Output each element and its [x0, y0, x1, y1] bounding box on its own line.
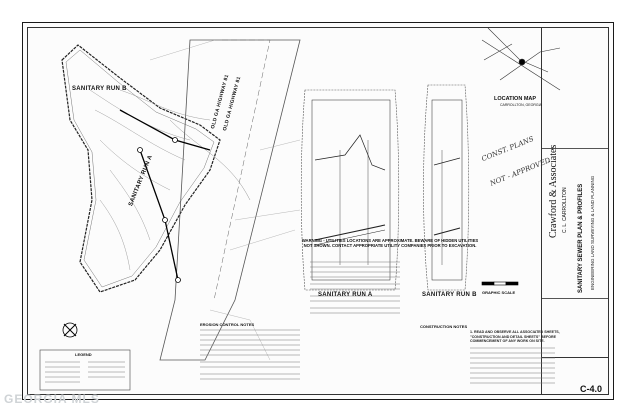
- drawing-sheet: Crawford & Associates C. L. CARROLLTON S…: [22, 22, 614, 400]
- graphic-scale-label: GRAPHIC SCALE: [482, 290, 516, 295]
- profile-b-title: SANITARY RUN B: [422, 292, 477, 298]
- location-map-drawing: [481, 27, 561, 91]
- legend-box: [39, 349, 131, 391]
- location-map-subtitle: CARROLLTON, GEORGIA: [500, 103, 542, 107]
- profile-run-b: [423, 84, 470, 291]
- sheet-border: Crawford & Associates C. L. CARROLLTON S…: [27, 27, 609, 395]
- watermark-logo: GEORGIA MLS: [4, 392, 100, 406]
- project-cell: [542, 148, 608, 299]
- profile-a-title: SANITARY RUN A: [318, 292, 373, 298]
- property-boundary: [61, 44, 221, 293]
- location-map-title: LOCATION MAP: [494, 96, 537, 102]
- utility-warning: WARNING - UTILITIES LOCATIONS ARE APPROX…: [301, 238, 479, 249]
- title-block: Crawford & Associates C. L. CARROLLTON S…: [541, 28, 608, 394]
- contour-lines: [89, 89, 211, 271]
- run-b-plan-label: SANITARY RUN B: [72, 86, 127, 92]
- firm-cell: [542, 28, 608, 149]
- highway-road: [159, 39, 301, 361]
- profile-run-a: [300, 89, 400, 291]
- sheet-number: C-4.0: [580, 384, 603, 394]
- erosion-notes-heading: EROSION CONTROL NOTES: [200, 322, 255, 327]
- sheet-number-cell: [542, 357, 608, 394]
- erosion-notes-lines: [200, 329, 300, 380]
- general-note: 1. READ AND OBSERVE ALL ASSOCIATED SHEET…: [470, 330, 560, 344]
- north-arrow-icon: [62, 322, 78, 338]
- graphic-scale-bar: [481, 281, 519, 286]
- construction-notes-lines: [310, 261, 555, 384]
- construction-notes-heading: CONSTRUCTION NOTES: [420, 324, 468, 329]
- legend-title: LEGEND: [75, 352, 92, 357]
